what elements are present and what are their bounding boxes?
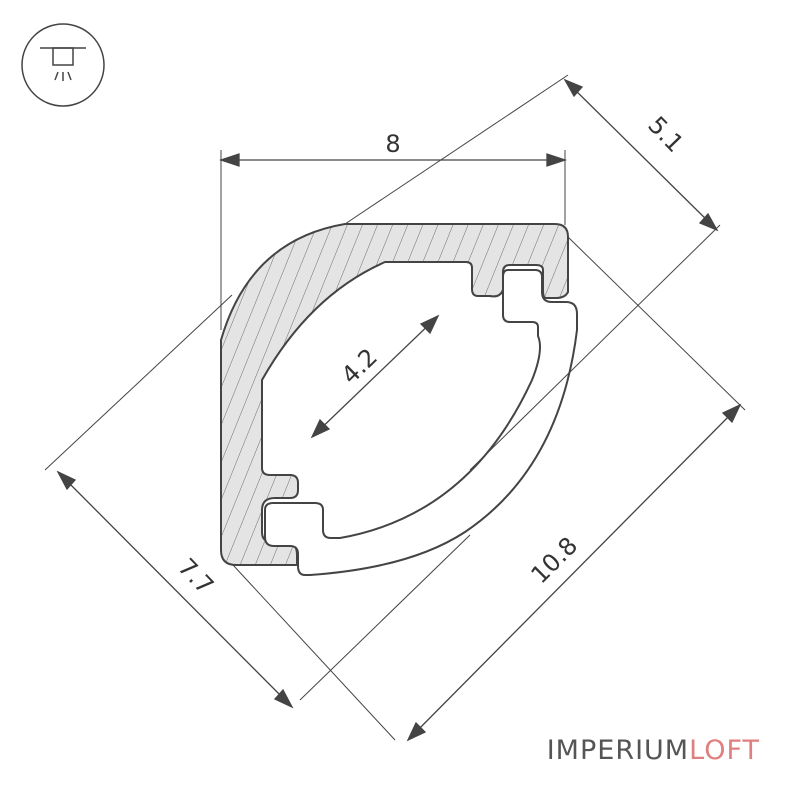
- brand-part1: IMPERIUM: [546, 735, 690, 766]
- diffuser-cover: [264, 269, 578, 576]
- brand-logo: IMPERIUMLOFT: [547, 735, 760, 766]
- ceiling-light-icon: [21, 23, 105, 107]
- dimension-diag-right-label: 5.1: [642, 111, 689, 158]
- dimension-width-label: 8: [385, 130, 400, 158]
- brand-part2: LOFT: [689, 735, 760, 766]
- dimension-left-label: 7.7: [172, 553, 219, 600]
- dimension-bottom-label: 10.8: [526, 532, 584, 590]
- dimension-inner-label: 4.2: [336, 343, 383, 390]
- extension-lines: [44, 74, 746, 741]
- dimension-lines: [56, 78, 742, 742]
